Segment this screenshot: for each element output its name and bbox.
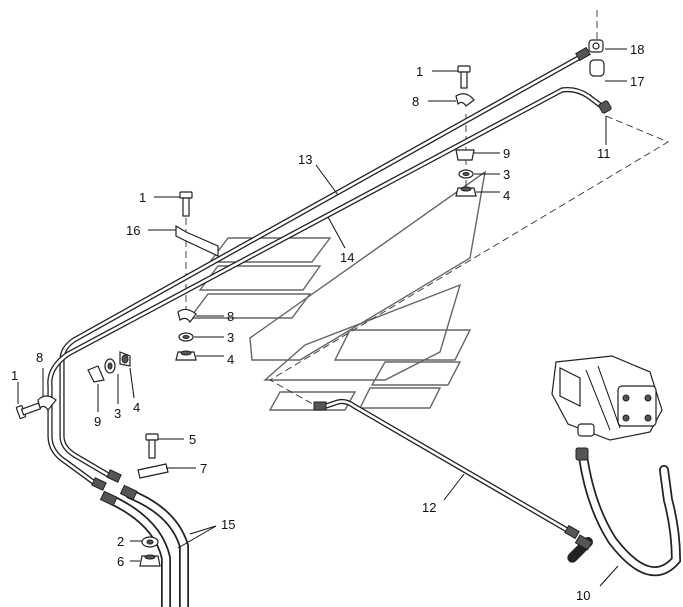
nut-4-left [119,351,131,367]
callout-4-left: 4 [133,400,140,415]
nut-4-mid [175,350,197,361]
callout-8-top: 8 [412,94,419,109]
callout-16: 16 [126,223,140,238]
callout-labels: 1 8 18 17 11 9 3 4 13 14 1 16 8 3 4 8 1 … [11,42,644,603]
nut-6 [139,554,161,567]
hoses-15 [107,489,189,607]
callout-1-mid: 1 [139,190,146,205]
callout-8-mid: 8 [227,309,234,324]
callout-13: 13 [298,152,312,167]
pipe-12 [317,398,577,537]
callout-4-right: 4 [503,188,510,203]
bolt-1-left [15,402,42,419]
callout-18: 18 [630,42,644,57]
callout-15: 15 [221,517,235,532]
watermark-logo [188,170,486,411]
callout-8-left: 8 [36,350,43,365]
washer-3-mid [178,332,194,342]
callout-3-right: 3 [503,167,510,182]
callout-1-left: 1 [11,368,18,383]
callout-2: 2 [117,534,124,549]
bolt-5 [145,433,159,459]
washer-2 [141,536,159,548]
callout-5: 5 [189,432,196,447]
clip-8-mid [177,308,197,324]
clip-8-top [455,93,475,107]
leader-lines [17,48,627,587]
pipe-14 [47,87,607,487]
washer-3-right [458,169,474,179]
pipe-end-fittings [91,46,612,551]
callout-9-left: 9 [94,414,101,429]
callout-1-top: 1 [416,64,423,79]
clip-8-left [37,395,57,412]
clip-9-right [455,149,475,161]
callout-10: 10 [576,588,590,603]
callout-12: 12 [422,500,436,515]
callout-4-mid: 4 [227,352,234,367]
callout-7: 7 [200,461,207,476]
pipe-13 [59,53,585,479]
callout-6: 6 [117,554,124,569]
tee-fitting-18 [588,39,604,53]
callout-14: 14 [340,250,354,265]
bracket-16 [175,224,219,257]
clip-7 [137,463,169,479]
washer-3-left [104,358,116,374]
callout-3-mid: 3 [227,330,234,345]
callout-11: 11 [597,146,611,161]
callout-3-left: 3 [114,406,121,421]
bolt-1-mid [179,191,193,217]
nut-4-right [455,186,477,197]
hose-10 [567,451,682,577]
clip-9-left [87,365,105,383]
bolt-1-top [457,65,471,89]
hydraulic-pump [551,355,663,441]
callout-17: 17 [630,74,644,89]
callout-9-right: 9 [503,146,510,161]
adapter-17 [589,59,605,77]
